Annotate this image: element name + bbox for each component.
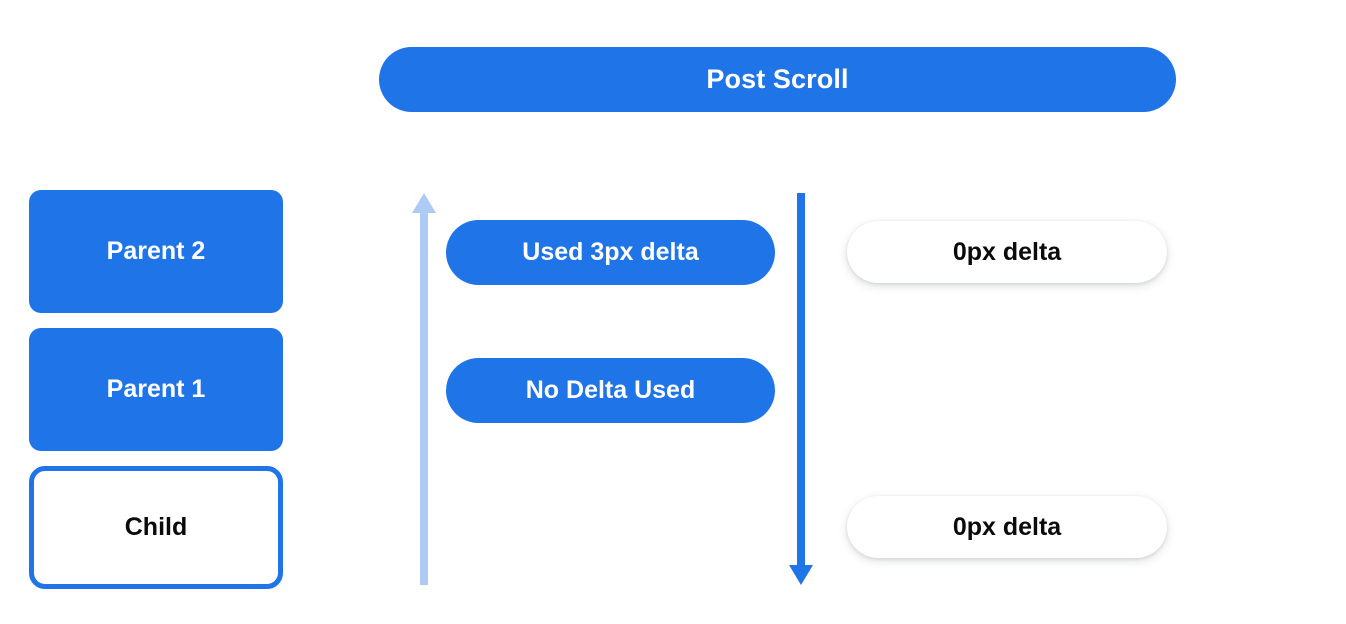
post-scroll-header: Post Scroll [379, 47, 1176, 112]
pill-zero-delta-bottom: 0px delta [847, 496, 1167, 558]
scroll-up-arrow-icon [412, 193, 436, 585]
scroll-down-arrow-icon [789, 193, 813, 585]
stack-box-child: Child [29, 466, 283, 589]
stack-box-parent-2-label: Parent 2 [106, 237, 206, 265]
pill-zero-delta-bottom-label: 0px delta [952, 512, 1062, 541]
stack-box-parent-1: Parent 1 [29, 328, 283, 451]
stack-box-parent-2: Parent 2 [29, 190, 283, 313]
pill-zero-delta-top-label: 0px delta [952, 237, 1062, 266]
pill-zero-delta-top: 0px delta [847, 221, 1167, 283]
pill-used-3px-delta: Used 3px delta [446, 220, 775, 285]
stack-box-child-label: Child [124, 513, 188, 541]
pill-no-delta-used-label: No Delta Used [525, 376, 696, 404]
stack-box-parent-1-label: Parent 1 [106, 375, 206, 403]
post-scroll-header-label: Post Scroll [706, 64, 849, 94]
pill-used-3px-delta-label: Used 3px delta [522, 238, 699, 266]
pill-no-delta-used: No Delta Used [446, 358, 775, 423]
